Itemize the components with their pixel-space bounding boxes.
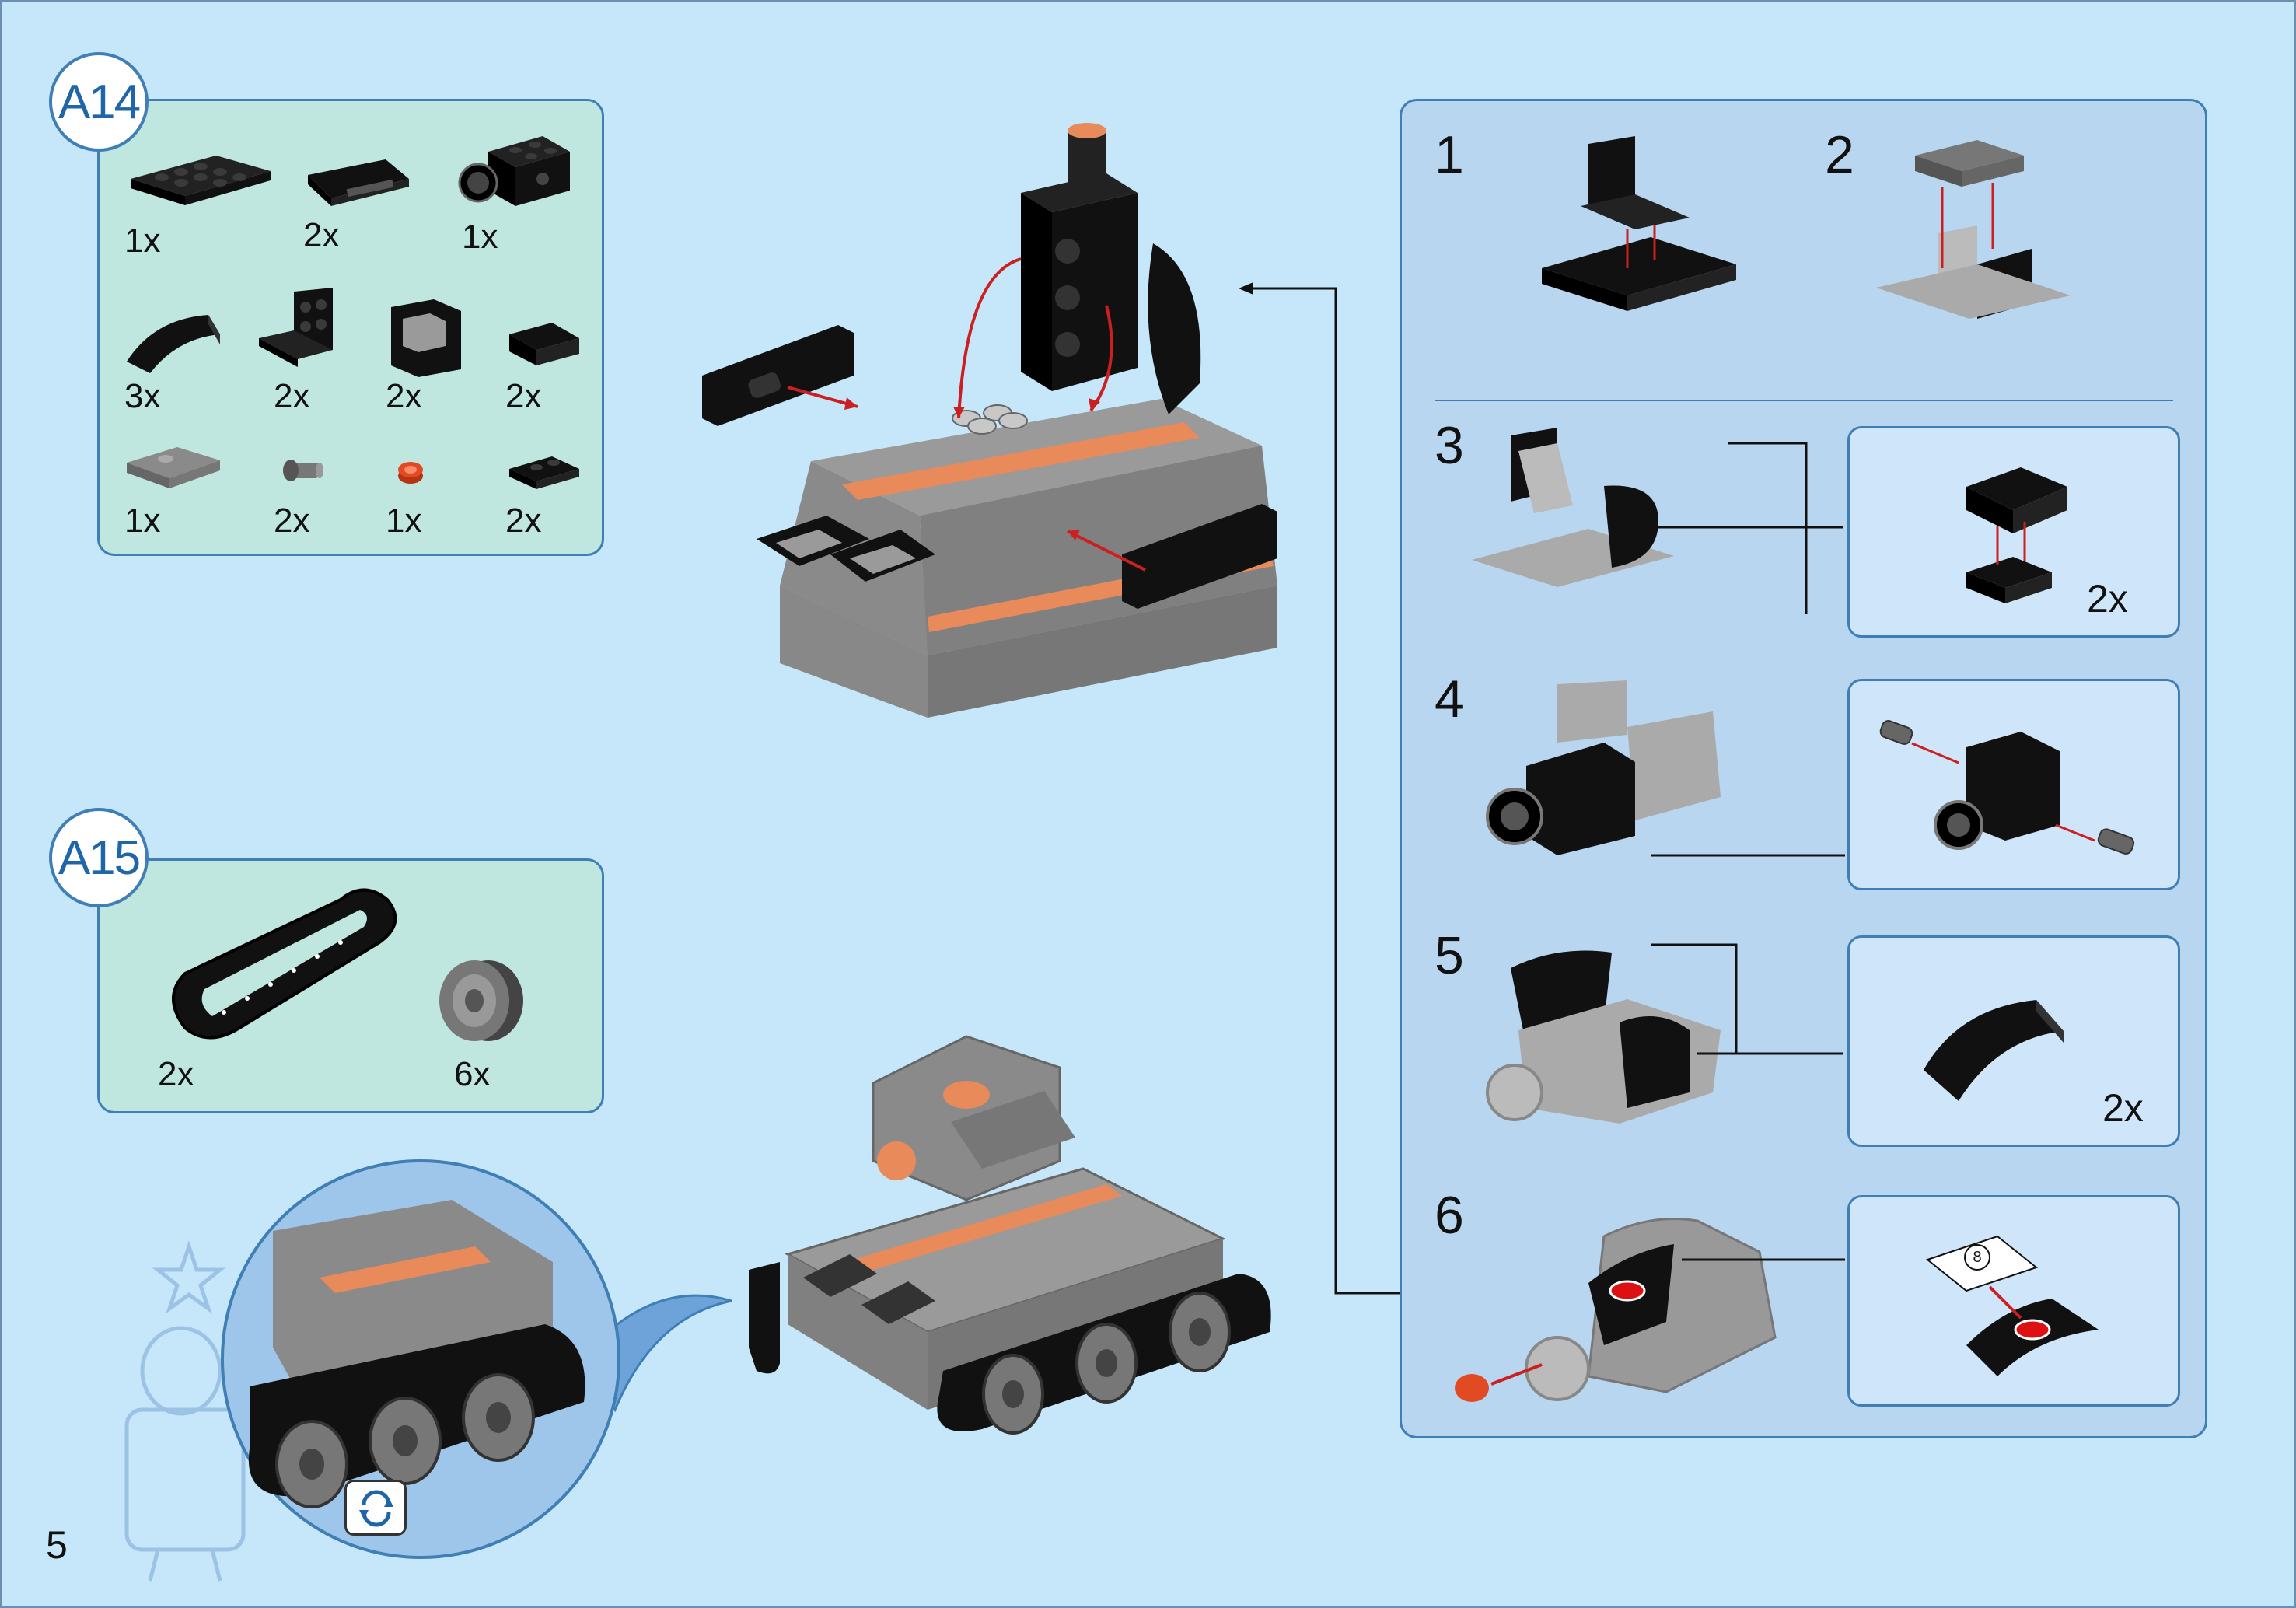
a14-count-3: 1x [462,218,498,256]
step-4-sub-illustration [1879,720,2135,855]
a14-count-4: 3x [124,377,161,415]
steps-divider [1435,400,2173,401]
a14-parts-box: 1x 2x 1x 3x 2x 2x 2x [97,99,604,556]
step-3-number: 3 [1435,416,1464,475]
step-1-illustration [1542,136,1736,311]
a14-count-9: 2x [274,502,310,540]
step-5-callout: 2x [1847,935,2180,1147]
a14-count-7: 2x [505,377,542,415]
completed-tank-illustration [749,1035,1271,1435]
black-windscreen-icon [308,159,409,206]
step-3-illustration [1472,428,1843,614]
a14-count-10: 1x [386,502,422,540]
a15-count-2: 6x [454,1055,491,1093]
gray-plate-2x2-icon [127,447,220,488]
a14-count-8: 1x [124,502,161,540]
step-6-sub-illustration [1925,1235,2099,1376]
a14-badge: A14 [49,52,149,152]
a15-count-1: 2x [158,1055,194,1093]
a14-count-6: 2x [386,377,422,415]
a14-count-5: 2x [274,377,310,415]
sticker-number: 8 [1964,1244,1990,1271]
step-6-illustration [1455,1218,1845,1402]
gray-pin-icon [283,460,323,481]
black-curved-slope-icon [127,315,220,373]
step-5-number: 5 [1435,926,1464,985]
step-5-sub-count: 2x [2102,1086,2144,1130]
a14-count-2: 2x [303,216,340,254]
a14-count-1: 1x [124,222,161,260]
step-4-illustration [1486,680,1845,857]
step-6-callout: 8 [1847,1195,2180,1407]
step-1-number: 1 [1435,125,1464,184]
step-2-illustration [1876,140,2071,319]
a14-count-11: 2x [505,502,542,540]
step-3-sub-count: 2x [2087,577,2128,620]
step-3-callout: 2x [1847,426,2180,638]
step-5-illustration [1486,943,1843,1124]
rotate-model-icon[interactable] [344,1480,407,1536]
orange-round-stud-icon [398,462,423,484]
step-4-number: 4 [1435,669,1464,729]
connector-arrow [1239,282,1400,1295]
step-5-sub-illustration [1924,1000,2064,1101]
page-number: 5 [46,1523,68,1567]
step-4-callout [1847,679,2180,890]
zoom-detail-circle [221,1159,732,1559]
gray-wheel-icon [439,960,523,1041]
black-track-icon [172,888,397,1040]
a15-badge: A15 [49,808,149,907]
main-assembly-illustration [702,123,1277,718]
sub-steps-box: 1 2 3 2x [1400,99,2207,1438]
black-bracket-icon [259,288,333,367]
builder-mascot-outline [124,1240,246,1582]
step-3-sub-illustration [1966,467,2067,603]
step-2-number: 2 [1825,125,1854,184]
black-plate-1x2-icon [509,456,579,489]
black-window-frame-icon [391,299,461,377]
a15-parts-box: 2x 6x [97,858,604,1113]
black-brick-with-pin-hole-icon [458,136,570,206]
step-6-number: 6 [1435,1186,1464,1245]
black-slope-1x2-icon [509,323,579,365]
black-plate-2x4-icon [131,156,271,205]
